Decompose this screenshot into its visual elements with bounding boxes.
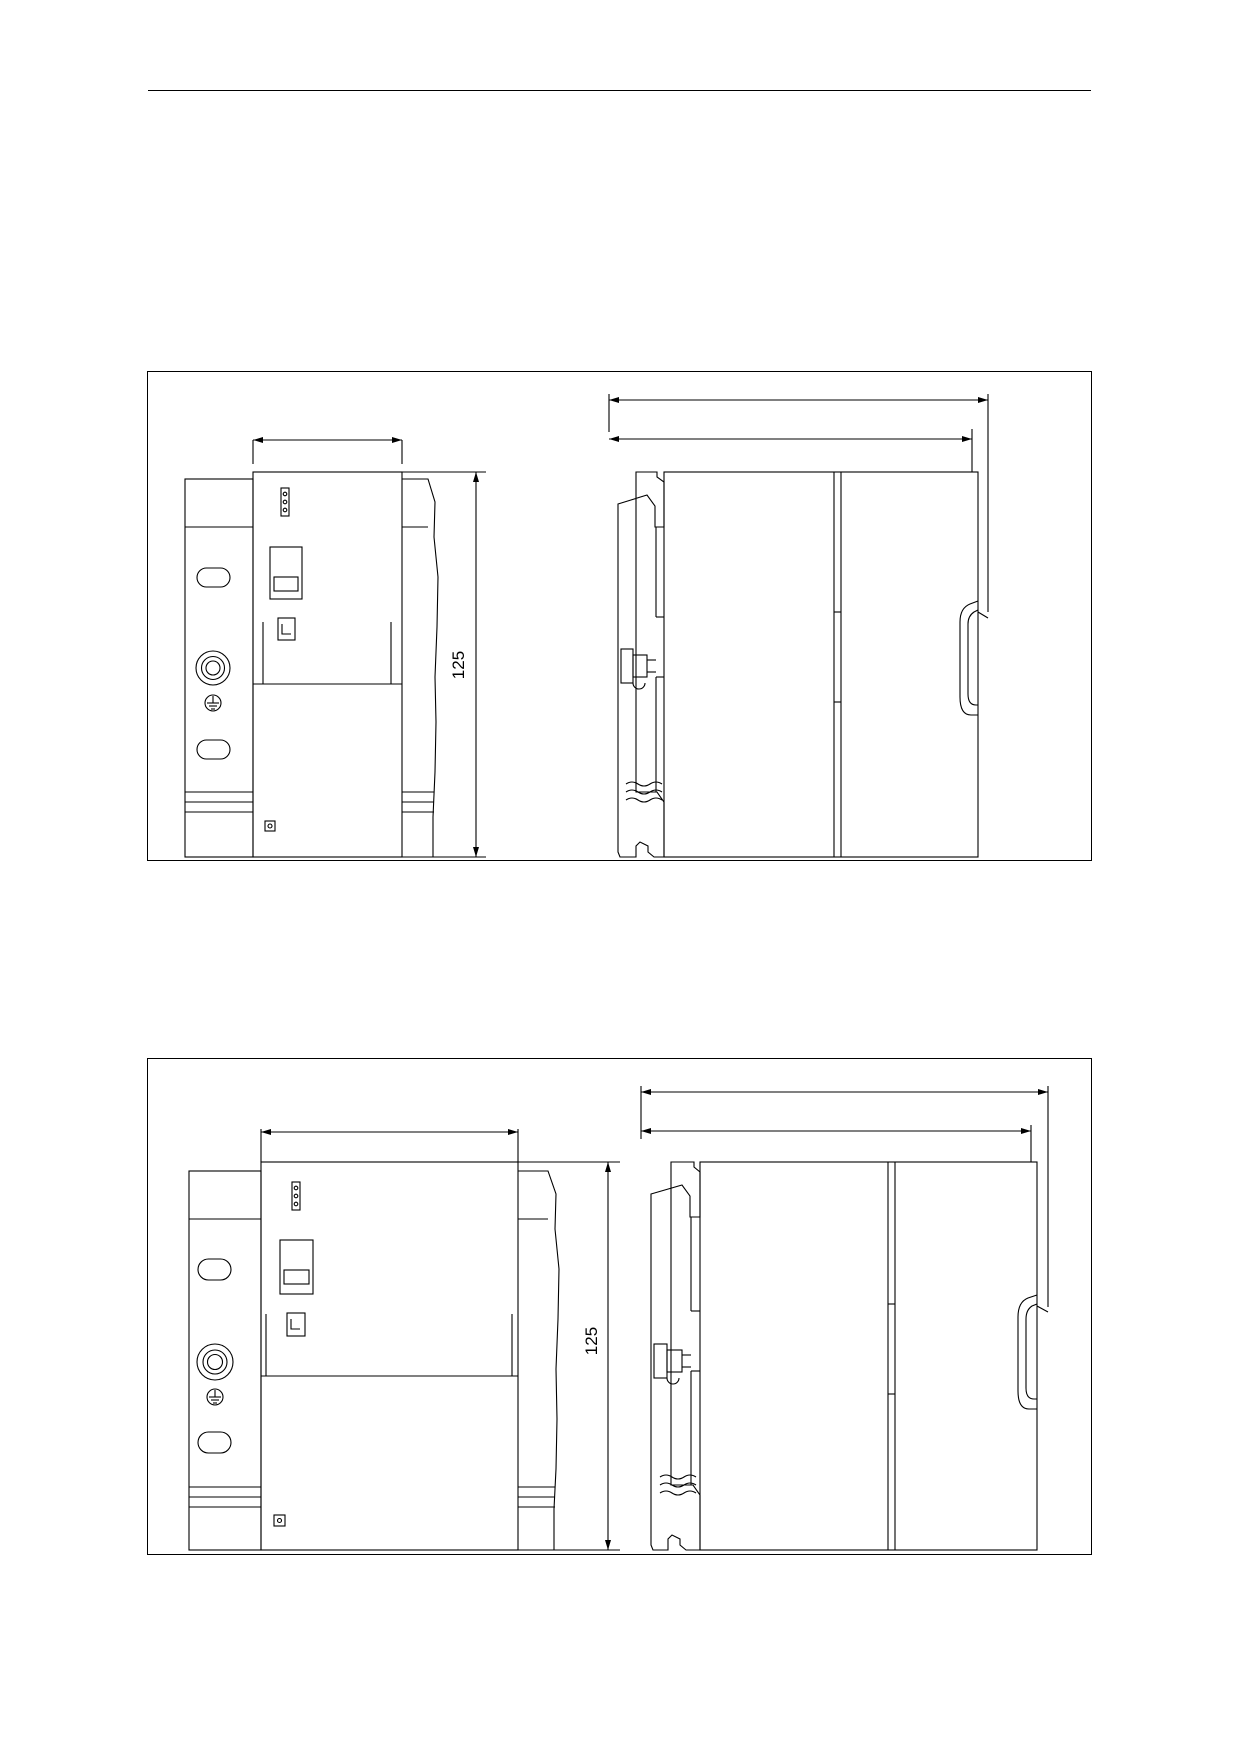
drawing-frame-1: 125 bbox=[147, 371, 1092, 861]
led-strip bbox=[280, 487, 290, 517]
main-module-front bbox=[260, 1161, 519, 1551]
dimension-drawing-2: 125 bbox=[188, 1086, 1049, 1551]
left-module bbox=[188, 1170, 262, 1551]
ground-symbol-icon bbox=[204, 694, 222, 712]
rear-latch bbox=[959, 600, 979, 716]
dimension-drawing-1: 125 bbox=[184, 394, 989, 858]
height-dimension-label: 125 bbox=[449, 651, 468, 679]
small-terminal bbox=[273, 1514, 286, 1527]
ground-symbol-icon bbox=[206, 1388, 224, 1406]
earth-screw-outer bbox=[196, 1343, 234, 1381]
main-module-front bbox=[252, 471, 403, 858]
left-module-slot-upper bbox=[197, 1258, 232, 1281]
led-strip bbox=[291, 1181, 301, 1211]
bolt-head bbox=[620, 648, 634, 684]
rear-latch bbox=[1017, 1294, 1038, 1410]
height-dimension-label: 125 bbox=[582, 1327, 601, 1355]
left-module-slot-lower bbox=[197, 1431, 232, 1454]
rating-plate-window bbox=[279, 1239, 314, 1295]
module-side-body bbox=[699, 1161, 1038, 1551]
right-neighbour-cut bbox=[402, 478, 439, 858]
left-module bbox=[184, 478, 254, 858]
left-module-slot-lower bbox=[196, 739, 231, 760]
mounting-rail-profile bbox=[617, 471, 665, 858]
left-module-slot-upper bbox=[196, 567, 231, 588]
bolt-head bbox=[653, 1343, 668, 1379]
rating-plate-window bbox=[269, 546, 303, 600]
fuse-box bbox=[286, 1312, 306, 1337]
module-side-body bbox=[663, 471, 979, 858]
fuse-box bbox=[277, 617, 296, 641]
header-rule bbox=[148, 90, 1091, 91]
earth-screw-outer bbox=[195, 650, 231, 686]
drawing-frame-2: 125 bbox=[147, 1058, 1092, 1555]
small-terminal bbox=[264, 820, 276, 832]
right-neighbour-cut bbox=[518, 1170, 560, 1551]
